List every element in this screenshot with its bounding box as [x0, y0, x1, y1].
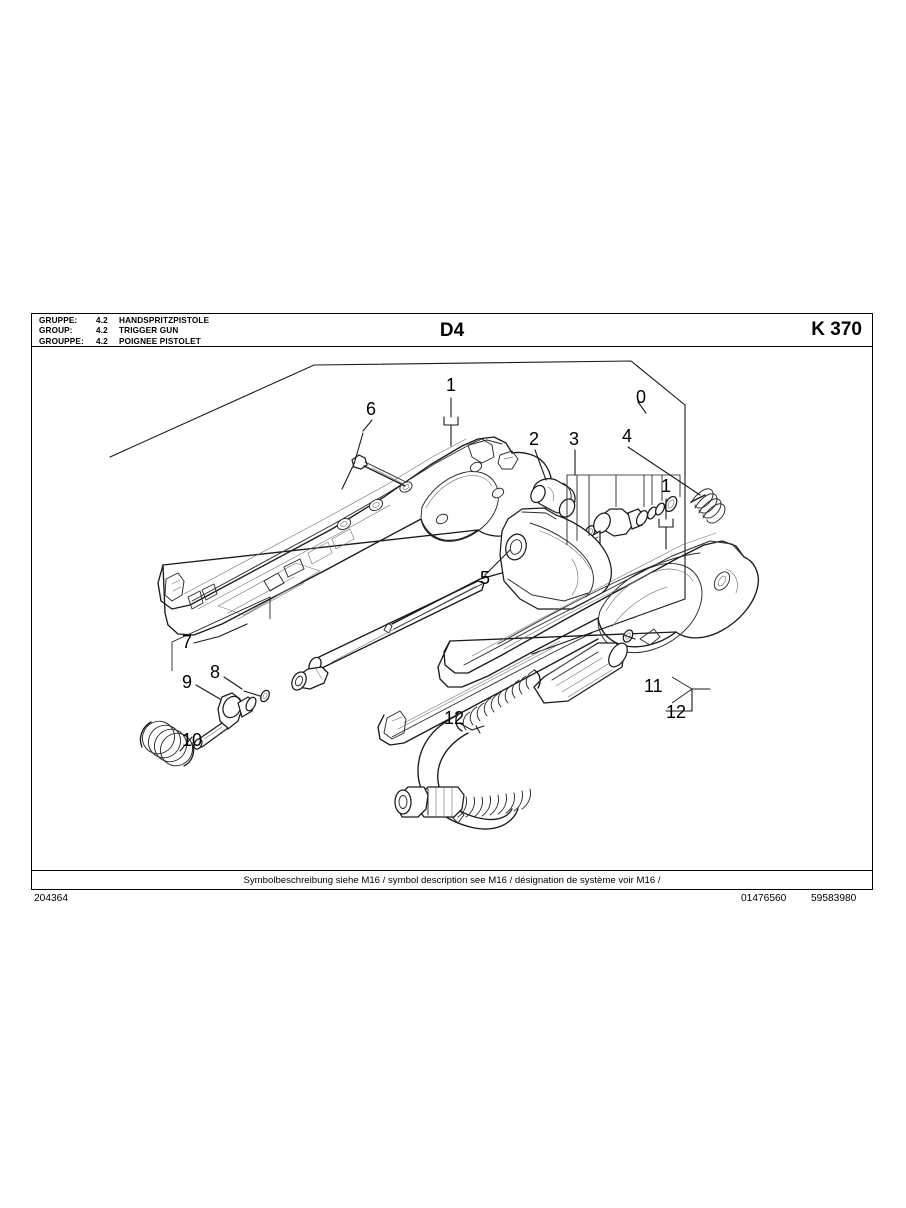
group-name-fr: POIGNEE PISTOLET: [119, 336, 201, 346]
footer-part-number: 01476560: [741, 893, 787, 904]
callout-2: 2: [529, 429, 540, 449]
assembly-boundary-outline: [109, 360, 686, 655]
footer-document-number: 59583980: [811, 893, 857, 904]
callout-3: 3: [569, 429, 580, 449]
group-label-de: GRUPPE:: [39, 316, 78, 325]
part-valve-fitting: [530, 478, 576, 518]
callout-5: 5: [480, 568, 491, 588]
callout-leader-lines: [171, 397, 711, 752]
group-number-fr: 4.2: [96, 336, 108, 346]
part-o-ring-small: [260, 689, 270, 703]
callout-8: 8: [210, 662, 221, 682]
part-gun-shell-left-half: [157, 436, 553, 636]
group-number-de: 4.2: [96, 316, 108, 325]
group-label-fr: GROUPPE:: [39, 336, 84, 346]
part-lance-tube: [291, 572, 503, 691]
callout-12-left: 12: [444, 708, 465, 728]
hose-strain-relief-lower: [457, 788, 531, 818]
callout-0: 0: [636, 387, 647, 407]
group-row: GRUPPE: 4.2 HANDSPRITZPISTOLE: [39, 316, 209, 326]
footer-drawing-number: 204364: [34, 893, 68, 904]
group-row: GROUP: 4.2 TRIGGER GUN: [39, 326, 209, 336]
part-spring-large: [139, 720, 195, 767]
sheet-code: D4: [439, 320, 465, 341]
callout-1a: 1: [446, 375, 457, 395]
group-name-de: HANDSPRITZPISTOLE: [119, 316, 210, 325]
part-gun-shell-right-half: [377, 532, 760, 746]
diagram-canvas: .o { fill:none; stroke:#1a1a1a; stroke-w…: [31, 347, 873, 871]
callout-6: 6: [366, 399, 377, 419]
callout-11: 11: [644, 676, 663, 696]
callout-1b: 1: [661, 476, 672, 496]
hose-strain-relief-upper: [455, 669, 541, 732]
callout-12-right: 12: [666, 702, 687, 722]
group-name-en: TRIGGER GUN: [119, 326, 179, 336]
callout-10: 10: [182, 730, 203, 750]
model-code: K 370: [811, 319, 862, 340]
symbol-description-band: Symbolbeschreibung siehe M16 / symbol de…: [31, 870, 873, 890]
part-screw: [351, 454, 407, 487]
part-valve-piston: [193, 692, 257, 750]
group-row: GROUPPE: 4.2 POIGNEE PISTOLET: [39, 337, 209, 347]
part-trigger-lever: [499, 507, 612, 610]
group-number-en: 4.2: [96, 326, 108, 336]
part-spring-small: [690, 488, 726, 524]
part-hose-assembly: [394, 642, 628, 830]
sheet-footer: 204364 01476560 59583980: [31, 893, 873, 909]
exploded-view-drawing: .o { fill:none; stroke:#1a1a1a; stroke-w…: [109, 360, 760, 830]
callout-7: 7: [182, 632, 193, 652]
callout-9: 9: [182, 672, 193, 692]
group-label-en: GROUP:: [39, 326, 73, 336]
callout-4: 4: [622, 426, 633, 446]
symbol-description-text: Symbolbeschreibung siehe M16 / symbol de…: [243, 875, 661, 886]
